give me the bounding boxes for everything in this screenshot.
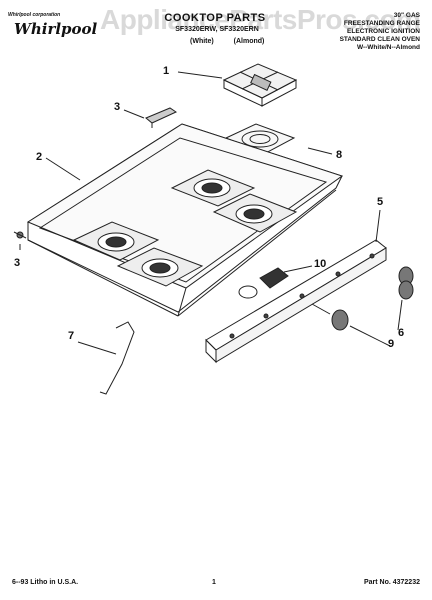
callout-7: 7 — [68, 330, 75, 342]
callout-1: 1 — [163, 65, 170, 77]
burner-grate — [222, 63, 298, 107]
callout-5: 5 — [377, 196, 384, 208]
callout-8: 8 — [336, 149, 343, 161]
variant-almond: (Almond) — [233, 38, 265, 45]
valve-knob — [311, 303, 349, 331]
manifold-panel — [205, 239, 387, 364]
clip-part — [145, 107, 178, 128]
watermark: AppliancePartsPros.com — [100, 4, 421, 35]
screw-part — [13, 231, 27, 239]
logo-mark: Whirlpool corporation — [8, 12, 61, 18]
footer-litho: 6--93 Litho in U.S.A. — [12, 579, 79, 586]
callout-3-left: 3 — [14, 257, 21, 269]
igniter-switch — [238, 267, 289, 299]
footer-page-number: 1 — [212, 579, 216, 586]
product-description: 30" GAS FREESTANDING RANGE ELECTRONIC IG… — [310, 12, 420, 52]
desc-line: 30" GAS — [393, 12, 420, 19]
callout-9: 9 — [388, 338, 395, 350]
callout-3-top: 3 — [114, 101, 121, 113]
cooktop — [26, 123, 344, 317]
callout-10: 10 — [314, 258, 327, 270]
support-rod — [99, 321, 135, 395]
logo-text: Whirlpool — [14, 20, 98, 38]
callout-2: 2 — [36, 151, 43, 163]
desc-line: W--White/N--Almond — [356, 44, 420, 51]
model-numbers: SF3320ERW, SF3320ERN — [175, 26, 259, 33]
control-knob — [398, 266, 414, 300]
callout-6: 6 — [398, 327, 405, 339]
page-title: COOKTOP PARTS — [164, 12, 266, 24]
variant-white: (White) — [190, 38, 214, 45]
footer-part-number: Part No. 4372232 — [363, 579, 420, 586]
color-variants: (White) (Almond) — [190, 38, 282, 45]
desc-line: ELECTRONIC IGNITION — [347, 28, 420, 35]
desc-line: STANDARD CLEAN OVEN — [339, 36, 420, 43]
desc-line: FREESTANDING RANGE — [343, 20, 420, 27]
